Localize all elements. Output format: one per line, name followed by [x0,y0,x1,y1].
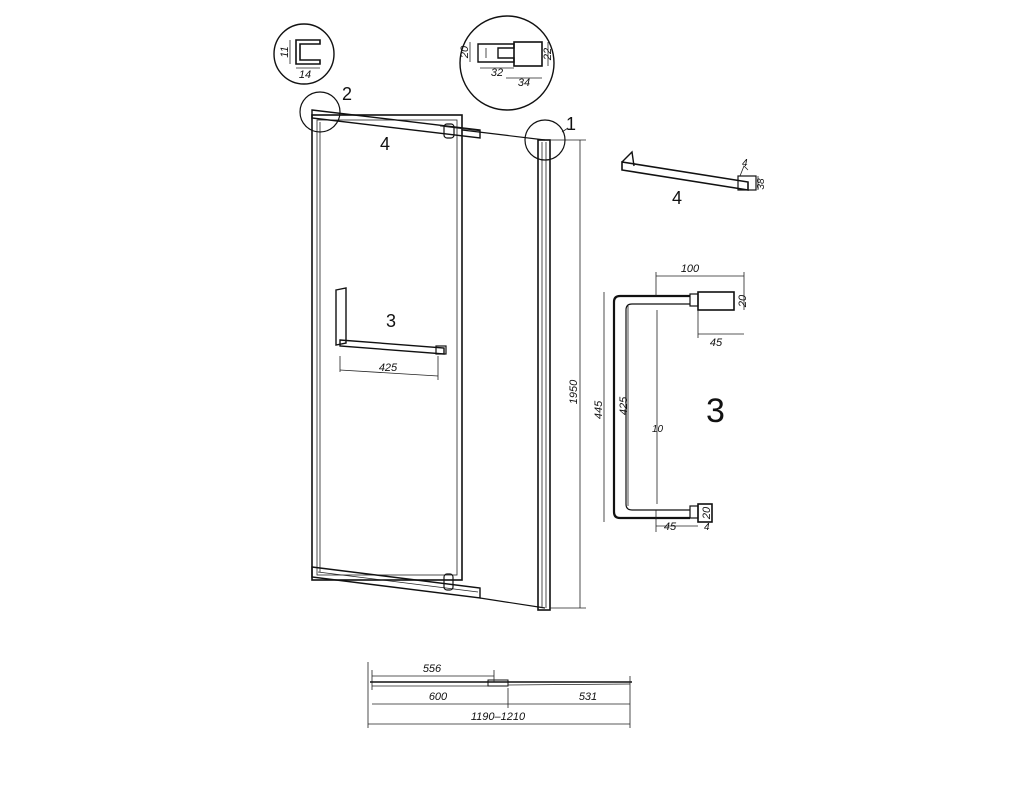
profile-1-width-a-dim: 32 [491,67,503,79]
plan-view: 556 600 531 1190–1210 [367,662,632,728]
handle-gap-dim: 4 [704,522,710,533]
profile-2-width-dim: 14 [299,69,311,81]
profile-2-height-dim: 11 [279,46,291,57]
label-part-3: 3 [386,311,396,331]
handle-bar-dia-dim: 10 [652,424,664,435]
plan-door-dim: 556 [423,663,442,675]
handle-post-height-bottom-dim: 20 [701,506,713,520]
handle-inner-dim: 425 [618,396,630,415]
wall-profile [537,139,551,611]
bottom-profile-bar [311,566,481,599]
detail-circle-1 [524,119,566,161]
top-hinge [443,123,455,139]
handle-post-width-bottom-dim: 45 [664,521,677,533]
bottom-hinge [443,573,454,591]
plan-total-dim: 1190–1210 [471,711,526,723]
handle-overall-dim: 445 [593,400,605,419]
detail-label-2: 2 [342,84,352,104]
profile-1-left-dim: 20 [459,45,471,59]
label-part-3-detail: 3 [706,392,725,430]
handle-length-dimension: 425 [379,362,398,374]
profile-1-right-dim: 22 [542,48,554,61]
label-part-4-detail: 4 [672,188,682,208]
door-leaf-inner-frame [316,119,458,576]
fixed-panel-top [461,129,546,141]
plan-fixed-dim: 531 [579,691,597,703]
bar-4-tip-dim: 4 [742,158,748,169]
profile-1-width-b-dim: 34 [518,77,530,89]
detail-2-profile: 11 14 [273,23,335,85]
part-3-handle-detail: 10 100 45 20 45 4 20 445 425 3 [593,263,749,533]
handle-post-width-top-dim: 45 [710,337,723,349]
handle-projection-dim: 100 [681,263,700,275]
plan-door-opening-dim: 600 [429,691,448,703]
detail-1-profile: 20 22 32 34 [459,15,555,111]
detail-label-1: 1 [566,114,576,134]
bar-4-end-dim: 38 [756,178,767,190]
height-dimension: 1950 [568,379,580,404]
part-4-bar-detail: 4 38 4 [621,150,767,208]
fixed-panel-bottom [479,597,546,609]
handle-post-height-top-dim: 20 [737,294,749,308]
elevation-view: 1950 425 4 3 2 1 [299,84,586,611]
top-profile-bar [311,109,481,139]
door-leaf-frame [311,114,463,581]
detail-circle-2 [299,91,341,133]
label-part-4: 4 [380,134,390,154]
door-handle-elevation: 425 [335,287,447,380]
